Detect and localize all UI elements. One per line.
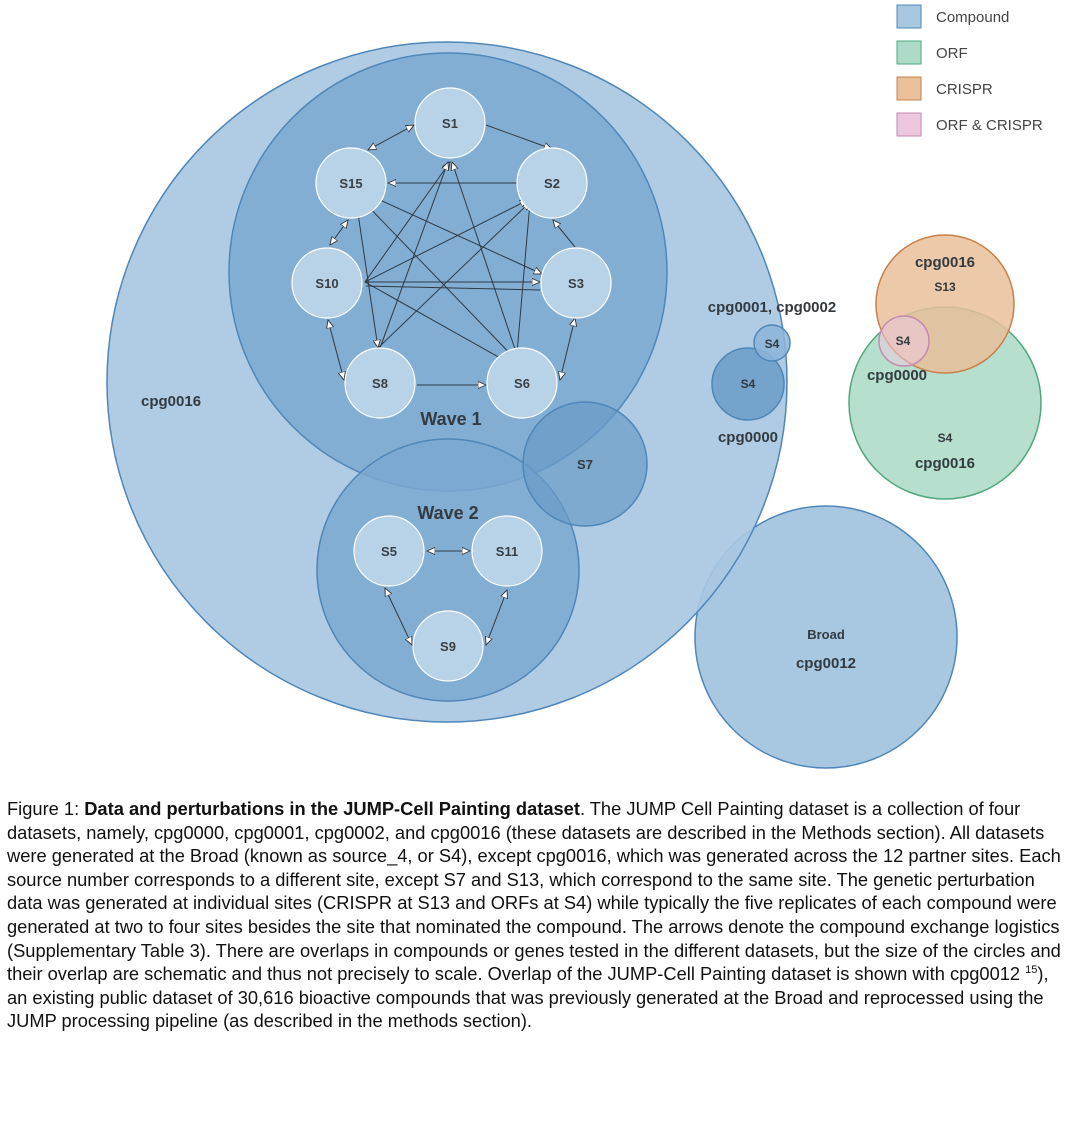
circle-cpg0001-s4	[753, 324, 791, 362]
node-s9: S9	[412, 610, 484, 682]
label-overlap-s4: S4	[896, 334, 911, 348]
label-s7: S7	[577, 457, 593, 472]
caption-body-2: ), an existing public dataset of 30,616 …	[7, 963, 1049, 1032]
wave2-nodes: S5 S11 S9	[353, 515, 543, 682]
label-s4-small: S4	[765, 337, 780, 351]
legend-label-orf-crispr: ORF & CRISPR	[936, 117, 1043, 134]
legend-swatch-orf-crispr	[896, 112, 922, 137]
label-cpg0001-cpg0002: cpg0001, cpg0002	[708, 299, 836, 316]
caption-body-1: . The JUMP Cell Painting dataset is a co…	[7, 798, 1061, 985]
legend-swatch-orf	[896, 40, 922, 65]
node-s6: S6	[486, 347, 558, 419]
label-wave2: Wave 2	[417, 503, 478, 523]
wave1-edges	[328, 125, 575, 385]
figure-caption: Figure 1: Data and perturbations in the …	[7, 797, 1073, 1033]
wave2-edges	[385, 551, 507, 645]
label-crispr-s13: S13	[934, 280, 956, 294]
svg-text:S8: S8	[372, 376, 388, 391]
caption-reference: 15	[1025, 964, 1038, 977]
legend-label-orf: ORF	[936, 45, 968, 62]
node-s5: S5	[353, 515, 425, 587]
legend-label-compound: Compound	[936, 9, 1009, 26]
svg-text:S15: S15	[339, 176, 362, 191]
node-s10: S10	[291, 247, 363, 319]
label-cpg0012: cpg0012	[796, 655, 856, 672]
caption-title: Data and perturbations in the JUMP-Cell …	[84, 798, 580, 819]
label-crispr-cpg0000: cpg0000	[867, 367, 927, 384]
node-s8: S8	[344, 347, 416, 419]
legend-label-crispr: CRISPR	[936, 81, 993, 98]
node-s15: S15	[315, 147, 387, 219]
svg-text:S6: S6	[514, 376, 530, 391]
label-orf-s4: S4	[938, 431, 953, 445]
svg-text:S3: S3	[568, 276, 584, 291]
label-orf-cpg0016: cpg0016	[915, 455, 975, 472]
circle-cpg0000-s4	[711, 347, 785, 421]
svg-text:S10: S10	[315, 276, 338, 291]
svg-text:S11: S11	[496, 544, 518, 559]
circle-wave2	[316, 438, 580, 702]
jump-dataset-diagram: Compound ORF CRISPR ORF & CRISPR	[106, 4, 1043, 769]
wave1-nodes: S1 S2 S3 S6 S8 S10 S15	[291, 87, 612, 419]
node-s2: S2	[516, 147, 588, 219]
circle-cpg0012	[694, 505, 958, 769]
label-cpg0000-mid: cpg0000	[718, 429, 778, 446]
svg-text:S2: S2	[544, 176, 560, 191]
label-crispr-cpg0016: cpg0016	[915, 254, 975, 271]
node-s11: S11	[471, 515, 543, 587]
node-s1: S1	[414, 87, 486, 159]
svg-text:S1: S1	[442, 116, 458, 131]
legend-swatch-crispr	[896, 76, 922, 101]
legend-swatch-compound	[896, 4, 922, 29]
label-cpg0016-main: cpg0016	[141, 393, 201, 410]
label-broad: Broad	[807, 627, 845, 642]
label-s4-mid: S4	[741, 377, 756, 391]
circle-orf-crispr	[878, 315, 930, 367]
legend: Compound ORF CRISPR ORF & CRISPR	[896, 4, 1043, 137]
label-wave1: Wave 1	[420, 409, 481, 429]
caption-prefix: Figure 1:	[7, 798, 85, 819]
svg-text:S9: S9	[440, 639, 456, 654]
svg-text:S5: S5	[381, 544, 397, 559]
node-s3: S3	[540, 247, 612, 319]
circle-s7	[522, 401, 648, 527]
